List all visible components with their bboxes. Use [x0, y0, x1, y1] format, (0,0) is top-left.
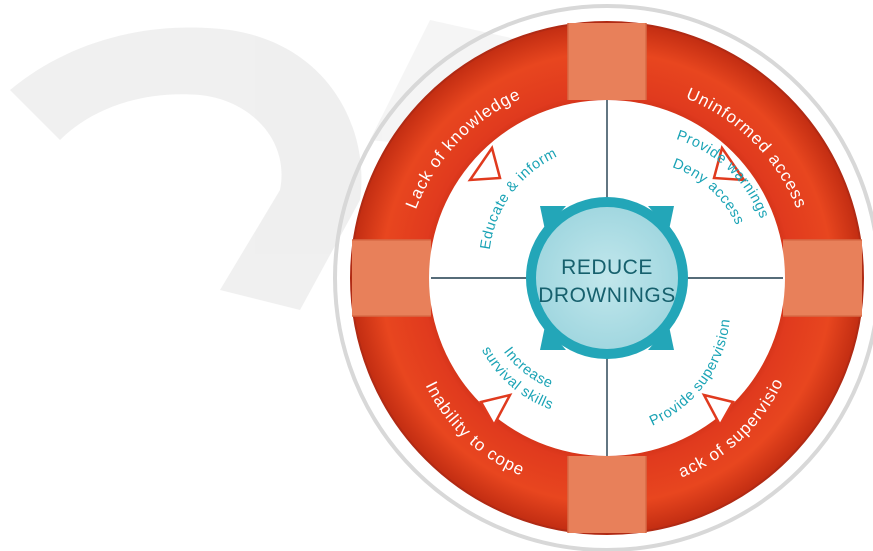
rope-circle [333, 4, 873, 551]
quadrant-dividers [431, 100, 783, 456]
ring-bands [352, 23, 862, 533]
outward-arrows [467, 145, 747, 428]
center-title-line2: DROWNINGS [538, 284, 676, 307]
center-title-line1: REDUCE [561, 256, 653, 279]
center-circle [526, 197, 688, 359]
center-arrows [540, 206, 674, 350]
